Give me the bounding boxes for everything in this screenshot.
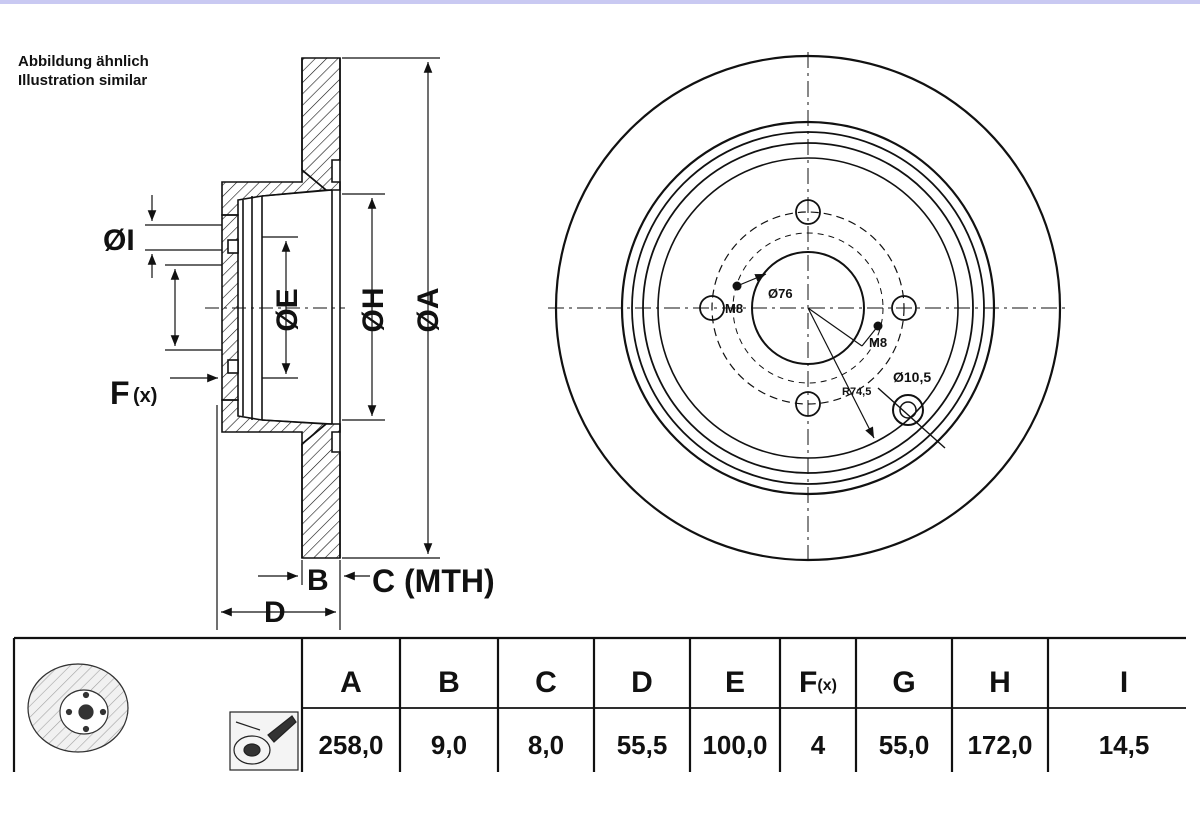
disc-rim-section xyxy=(301,57,341,191)
value-i: 14,5 xyxy=(1098,730,1150,760)
header-h: H xyxy=(989,666,1011,699)
label-dia-e: ØE xyxy=(271,288,304,331)
label-c-mth: C (MTH) xyxy=(372,563,495,599)
header-d: D xyxy=(631,666,653,699)
runout-gauge-icon xyxy=(229,711,299,771)
label-f-suffix: (x) xyxy=(133,385,157,407)
value-h: 172,0 xyxy=(967,730,1033,760)
disc-rim-section-bottom xyxy=(301,423,341,559)
header-a: A xyxy=(340,666,362,699)
header-f-letter: F xyxy=(799,666,818,699)
locating-hole xyxy=(892,394,924,426)
spec-table-grid xyxy=(12,636,1186,772)
label-dia-h: ØH xyxy=(357,288,390,333)
label-center-bore: Ø76 xyxy=(768,286,793,301)
disc-outer-edge xyxy=(554,54,1062,562)
value-d: 55,5 xyxy=(616,730,668,760)
bolt-hole-left xyxy=(699,295,725,321)
label-b: B xyxy=(307,564,329,597)
section-labels: ØI ØE ØH ØA F (x) B C (MTH) D xyxy=(103,224,495,629)
front-view xyxy=(548,52,1068,566)
center-bore xyxy=(751,251,865,365)
section-view xyxy=(205,57,345,559)
label-thread-left: M8 xyxy=(725,301,743,316)
label-radius: R74,5 xyxy=(842,386,871,398)
disc-thumbnail-icon xyxy=(27,663,129,753)
bolt-hole-top xyxy=(795,199,821,225)
friction-inner-edge xyxy=(620,120,996,496)
pcd-circle xyxy=(711,211,905,405)
header-i: I xyxy=(1119,666,1129,699)
window-top-border xyxy=(0,0,1200,4)
note-illustration-en: Illustration similar xyxy=(18,72,148,89)
note-illustration-de: Abbildung ähnlich xyxy=(18,53,149,70)
header-g: G xyxy=(892,666,916,699)
header-f: F(x) xyxy=(780,663,856,703)
section-dimensions xyxy=(145,57,440,630)
header-e: E xyxy=(724,666,745,699)
bolt-hole-bottom xyxy=(795,391,821,417)
value-b: 9,0 xyxy=(430,730,468,760)
front-labels: Ø76 M8 M8 R74,5 Ø10,5 xyxy=(725,286,931,398)
value-f: 4 xyxy=(810,730,826,760)
label-d: D xyxy=(264,596,286,629)
label-dia-i: ØI xyxy=(103,224,135,257)
label-f: F xyxy=(110,375,130,411)
value-g: 55,0 xyxy=(878,730,930,760)
label-dia-a: ØA xyxy=(412,288,445,333)
value-a: 258,0 xyxy=(318,730,384,760)
value-e: 100,0 xyxy=(702,730,768,760)
label-thread-right: M8 xyxy=(869,335,887,350)
bolt-hole-right xyxy=(891,295,917,321)
value-c: 8,0 xyxy=(527,730,565,760)
header-f-suffix: (x) xyxy=(817,677,837,694)
label-hole: Ø10,5 xyxy=(893,369,931,385)
header-c: C xyxy=(535,666,557,699)
header-b: B xyxy=(438,666,460,699)
